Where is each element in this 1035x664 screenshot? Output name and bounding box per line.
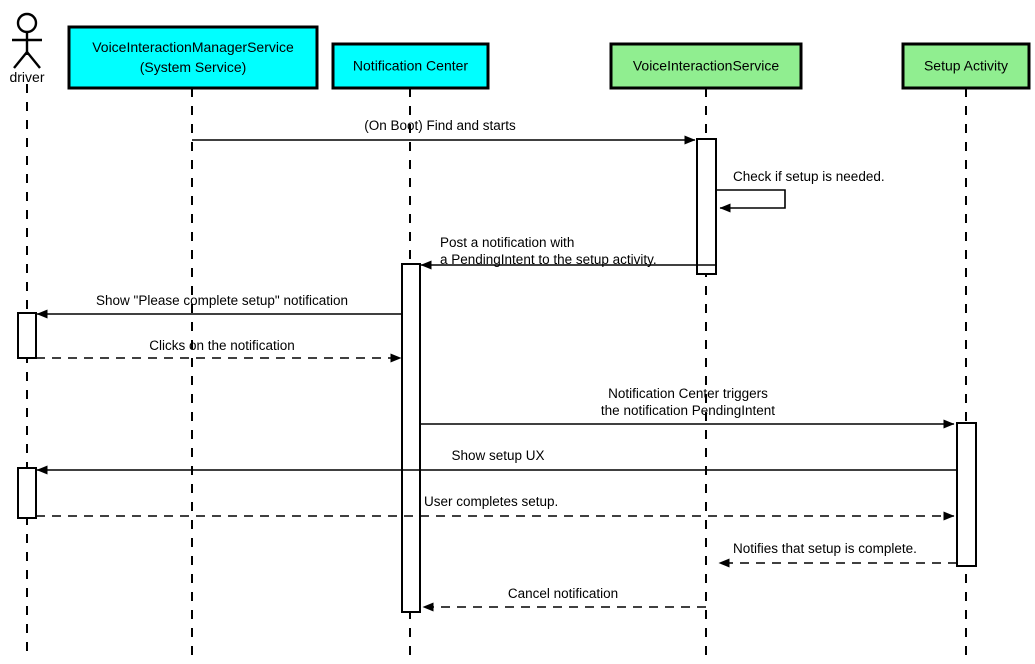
message-label: Cancel notification (508, 586, 618, 601)
message-line (716, 189, 786, 213)
participant-box-vims[interactable] (67, 25, 319, 90)
msg-show-please-complete-setup-notification: Show "Please complete setup" notificatio… (36, 293, 402, 319)
activation-bar-setup-activity (956, 422, 977, 567)
participant-label-line1-vims: VoiceInteractionManagerService (92, 39, 294, 55)
actor-label: driver (9, 69, 44, 85)
actor-driver: driver (9, 12, 45, 85)
message-label: Show "Please complete setup" notificatio… (96, 293, 348, 308)
message-label: Show setup UX (451, 448, 544, 463)
message-label: a PendingIntent to the setup activity. (440, 252, 657, 267)
msg-cancel-notification: Cancel notification (422, 586, 706, 612)
msg-user-completes-setup: User completes setup. (36, 494, 955, 521)
activation-bar-notification-center (401, 263, 421, 613)
activation-bar-voice-interaction-service (696, 138, 717, 275)
participant-label-setup-activity: Setup Activity (924, 58, 1008, 74)
message-label: User completes setup. (424, 494, 558, 509)
participant-notification-center[interactable]: Notification Center (331, 42, 490, 90)
participant-label-voice-interaction-service: VoiceInteractionService (633, 58, 780, 74)
activation-bar-driver (17, 312, 37, 359)
participant-voice-interaction-service[interactable]: VoiceInteractionService (609, 42, 803, 90)
participant-box-setup-activity[interactable] (901, 42, 1031, 90)
message-label: the notification PendingIntent (601, 403, 775, 418)
message-label: Clicks on the notification (149, 338, 295, 353)
actor-leg-right-icon (26, 51, 41, 69)
participant-box-notification-center[interactable] (331, 42, 490, 90)
participant-label-line2-vims: (System Service) (140, 59, 247, 75)
actor-head-icon (16, 12, 38, 34)
message-label: Post a notification with (440, 235, 574, 250)
message-label: Notification Center triggers (608, 386, 768, 401)
msg-post-a-notification: Post a notification with a PendingIntent … (420, 235, 716, 270)
participant-box-voice-interaction-service[interactable] (609, 42, 803, 90)
msg-show-setup-ux: Show setup UX (36, 448, 957, 475)
msg-notifies-that-setup-is-complete: Notifies that setup is complete. (718, 541, 957, 568)
message-label: Notifies that setup is complete. (733, 541, 917, 556)
activations-layer (17, 138, 977, 613)
participant-setup-activity[interactable]: Setup Activity (901, 42, 1031, 90)
participant-vims[interactable]: VoiceInteractionManagerService (System Se… (67, 25, 319, 90)
message-label: (On Boot) Find and starts (364, 118, 516, 133)
message-label: Check if setup is needed. (733, 169, 885, 184)
msg-clicks-on-the-notification: Clicks on the notification (36, 338, 402, 363)
participant-label-notification-center: Notification Center (353, 58, 469, 74)
msg-on-boot-find-and-starts: (On Boot) Find and starts (192, 118, 696, 145)
msg-notification-center-triggers: Notification Center triggers the notifica… (420, 386, 955, 429)
msg-check-if-setup-is-needed: Check if setup is needed. (716, 169, 885, 213)
activation-bar-driver (17, 467, 37, 519)
participants-layer: driver VoiceInteractionManagerService (Sys… (9, 12, 1031, 90)
actor-leg-left-icon (13, 51, 28, 69)
